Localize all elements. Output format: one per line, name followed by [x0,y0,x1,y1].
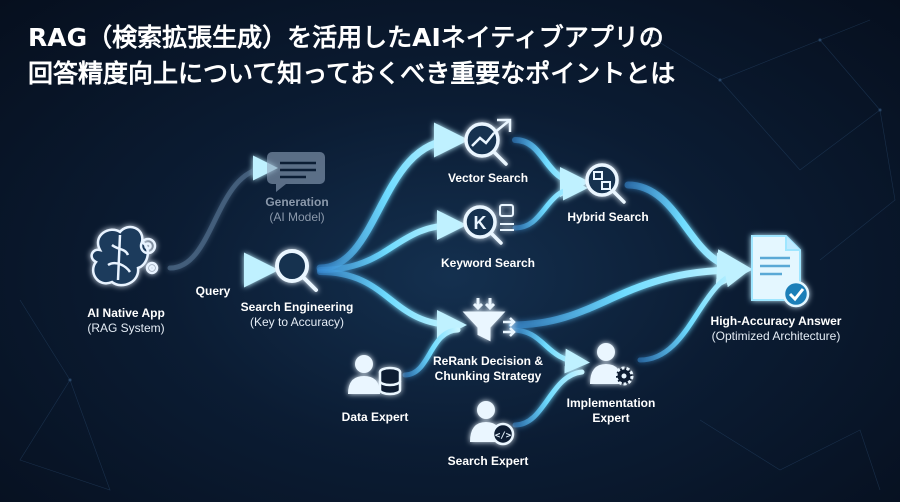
ai-native-app-label: AI Native App [87,306,165,320]
hybrid-search-label: Hybrid Search [567,210,649,224]
svg-text:</>: </> [495,431,512,441]
search-expert-label: Search Expert [447,454,529,468]
background-network [19,19,896,491]
person-gear-icon [590,343,634,386]
funnel-icon [462,298,516,342]
rerank-label-line-1: ReRank Decision & [432,354,544,368]
document-check-icon [751,235,810,308]
keyword-search-label: Keyword Search [440,256,536,270]
generation-label: Generation [265,195,329,209]
flow-rerank-to-impl [509,327,590,374]
query-label: Query [195,284,231,298]
node-rerank: ReRank Decision & Chunking Strategy [433,354,543,384]
node-keyword-search: Keyword Search [441,256,535,271]
ai-native-app-sub: (RAG System) [87,321,165,335]
answer-label: High-Accuracy Answer [710,314,842,328]
search-engineering-sub: (Key to Accuracy) [249,315,345,329]
data-expert-label: Data Expert [341,410,409,424]
vector-search-label: Vector Search [447,171,529,185]
node-ai-native-app: AI Native App (RAG System) [87,306,165,336]
node-implementation-expert: Implementation Expert [567,396,656,426]
search-chart-icon [464,118,512,166]
flow-impl-to-answer [637,262,750,363]
node-generation: Generation (AI Model) [265,195,328,225]
flow-lines [166,122,752,428]
title-line-2: 回答精度向上について知っておくべき重要なポイントとは [28,59,676,88]
flow-app-to-generation [167,155,278,271]
node-data-expert: Data Expert [342,410,409,425]
flow-hybrid-to-answer [624,181,752,285]
person-database-icon [348,355,402,396]
node-vector-search: Vector Search [448,171,528,186]
magnifier-icon [275,249,318,292]
flow-search-to-vector [316,122,469,272]
node-answer: High-Accuracy Answer (Optimized Architec… [711,314,842,344]
brain-gears-icon [90,225,159,287]
node-hybrid-search: Hybrid Search [567,210,648,225]
node-search-expert: Search Expert [448,454,529,469]
title-line-1: RAG（検索拡張生成）を活用したAIネイティブアプリの [28,23,664,52]
hybrid-search-icon [585,163,626,204]
flow-data-to-rerank [402,327,461,378]
answer-sub: (Optimized Architecture) [711,329,841,343]
svg-text:K: K [474,213,487,233]
rerank-label-line-2: Chunking Strategy [434,369,542,383]
flow-search-to-rerank [317,269,467,340]
implementation-expert-label-line-2: Expert [592,411,630,425]
chat-bubble-icon [267,152,325,192]
flow-search-expert-to-impl [512,369,585,428]
implementation-expert-label-line-1: Implementation [566,396,656,410]
person-code-icon: </> [470,401,515,446]
keyword-k-icon: K [463,204,514,245]
search-engineering-label: Search Engineering [240,300,354,314]
flow-keyword-to-hybrid [512,175,588,231]
generation-sub: (AI Model) [269,210,325,224]
page-title: RAG（検索拡張生成）を活用したAIネイティブアプリの 回答精度向上について知っ… [28,20,888,92]
node-search-engineering: Search Engineering (Key to Accuracy) [241,300,354,330]
flow-search-to-keyword [317,210,467,273]
flow-rerank-to-answer [508,252,752,329]
